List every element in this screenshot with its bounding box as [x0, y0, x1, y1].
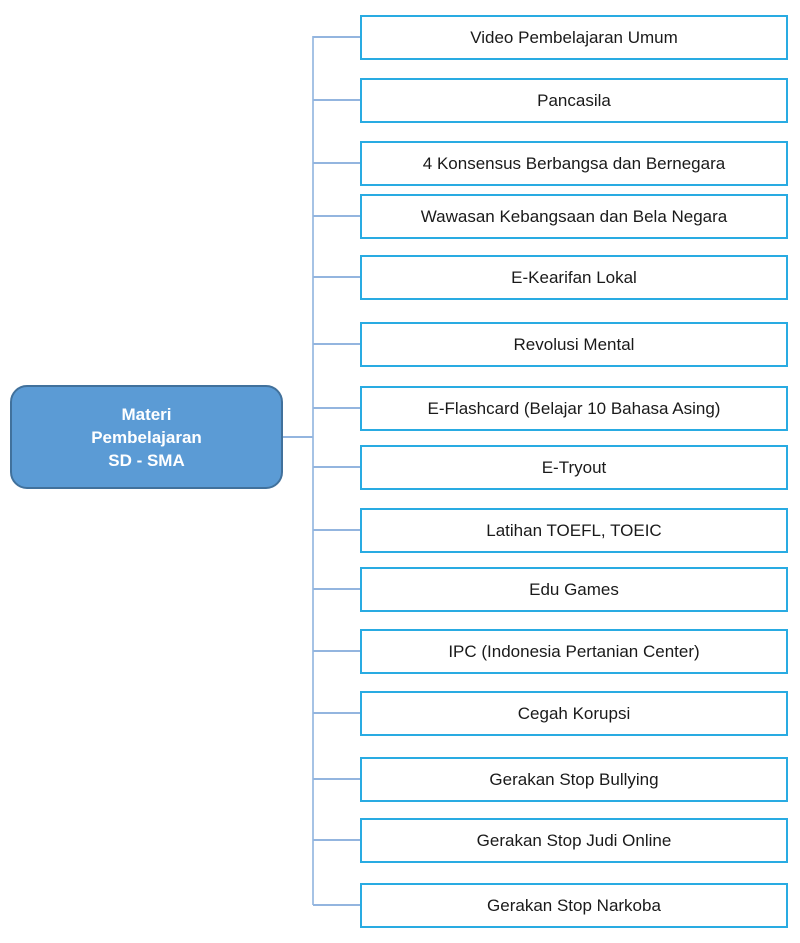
node-label: Video Pembelajaran Umum [470, 27, 678, 47]
node-label: Gerakan Stop Judi Online [476, 830, 672, 850]
node-revolusi-mental: Revolusi Mental [360, 322, 788, 367]
node-label: Pancasila [537, 90, 611, 110]
node-gerakan-stop-bullying: Gerakan Stop Bullying [360, 757, 788, 802]
connector-branch [313, 276, 360, 278]
node-label: 4 Konsensus Berbangsa dan Bernegara [422, 153, 726, 173]
connector-branch [313, 588, 360, 590]
node-edu-games: Edu Games [360, 567, 788, 612]
node-e-flashcard: E-Flashcard (Belajar 10 Bahasa Asing) [360, 386, 788, 431]
connector-branch [313, 36, 360, 38]
root-node-label-line2: Pembelajaran [91, 427, 202, 447]
node-gerakan-stop-judi-online: Gerakan Stop Judi Online [360, 818, 788, 863]
connector-branch [313, 99, 360, 101]
connector-branch [313, 407, 360, 409]
node-latihan-toefl-toeic: Latihan TOEFL, TOEIC [360, 508, 788, 553]
node-label: E-Kearifan Lokal [511, 267, 637, 287]
node-label: Gerakan Stop Narkoba [487, 895, 661, 915]
node-cegah-korupsi: Cegah Korupsi [360, 691, 788, 736]
node-ipc-indonesia-pertanian-center: IPC (Indonesia Pertanian Center) [360, 629, 788, 674]
connector-branch [313, 162, 360, 164]
node-label: Edu Games [529, 579, 619, 599]
node-4-konsensus-berbangsa-dan-bernegara: 4 Konsensus Berbangsa dan Bernegara [360, 141, 788, 186]
node-e-tryout: E-Tryout [360, 445, 788, 490]
connector-branch [313, 904, 360, 906]
node-label: Revolusi Mental [513, 334, 635, 354]
connector-branch [313, 778, 360, 780]
connector-branch [313, 650, 360, 652]
root-node-label-line1: Materi [121, 404, 172, 424]
root-node-label-line3: SD - SMA [108, 450, 185, 470]
node-label: E-Flashcard (Belajar 10 Bahasa Asing) [427, 398, 721, 418]
connector-branch [313, 529, 360, 531]
connector-branch [313, 215, 360, 217]
node-pancasila: Pancasila [360, 78, 788, 123]
connector-branch [313, 466, 360, 468]
node-video-pembelajaran-umum: Video Pembelajaran Umum [360, 15, 788, 60]
connector-root [282, 436, 313, 438]
node-label: Gerakan Stop Bullying [489, 769, 659, 789]
node-e-kearifan-lokal: E-Kearifan Lokal [360, 255, 788, 300]
root-node-materi-pembelajaran: Materi Pembelajaran SD - SMA [10, 385, 283, 489]
connector-branch [313, 839, 360, 841]
connector-branch [313, 712, 360, 714]
node-label: Cegah Korupsi [517, 703, 631, 723]
node-gerakan-stop-narkoba: Gerakan Stop Narkoba [360, 883, 788, 928]
node-wawasan-kebangsaan-dan-bela-negara: Wawasan Kebangsaan dan Bela Negara [360, 194, 788, 239]
connector-spine [312, 36, 314, 905]
node-label: E-Tryout [541, 457, 607, 477]
connector-branch [313, 343, 360, 345]
node-label: Latihan TOEFL, TOEIC [486, 520, 662, 540]
node-label: Wawasan Kebangsaan dan Bela Negara [420, 206, 728, 226]
node-label: IPC (Indonesia Pertanian Center) [448, 641, 700, 661]
